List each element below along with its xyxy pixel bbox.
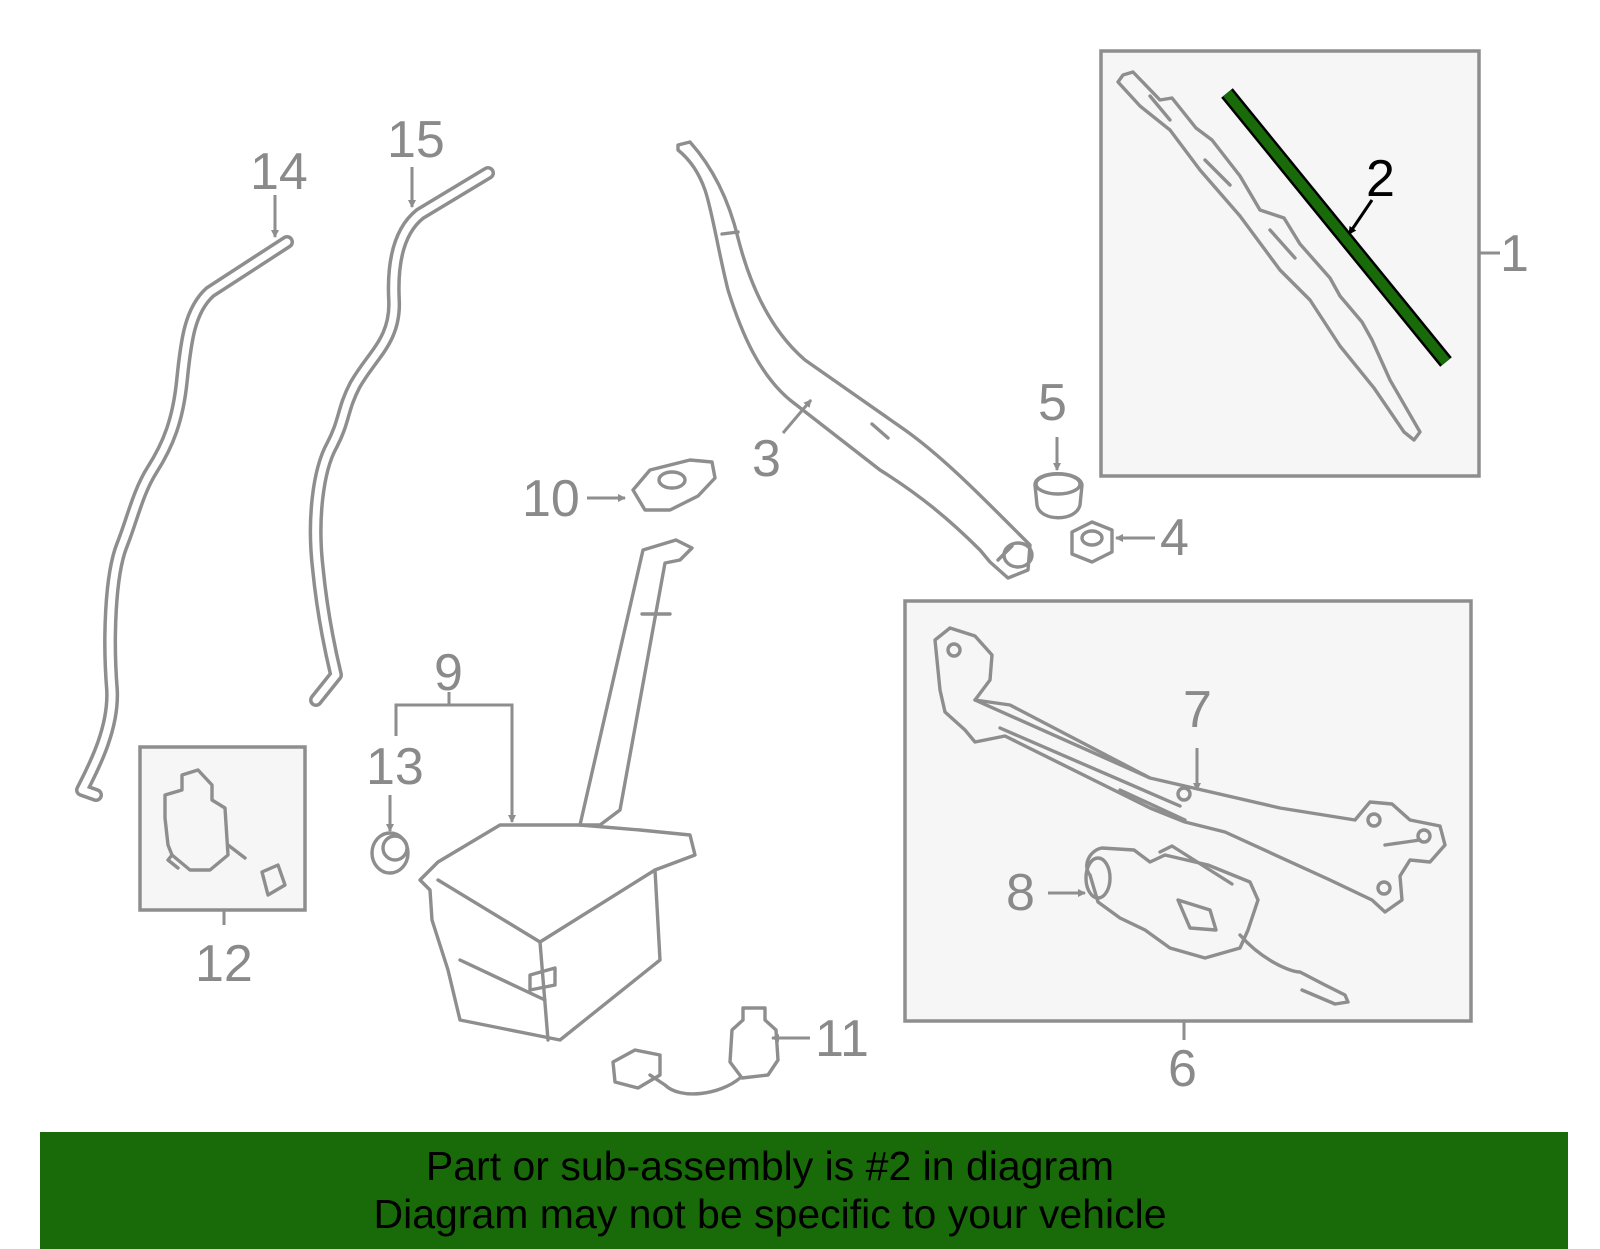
- part-info-banner: Part or sub-assembly is #2 in diagram Di…: [40, 1132, 1568, 1249]
- wiper-blade-group: [1099, 49, 1500, 478]
- wiper-motor[interactable]: [1084, 844, 1350, 1006]
- callout-9: 9: [434, 644, 463, 702]
- washer-pump-group: [138, 745, 307, 925]
- pivot-nut[interactable]: [1070, 520, 1114, 564]
- linkage-motor-group: [903, 599, 1473, 1040]
- callout-13: 13: [366, 738, 424, 796]
- callout-12: 12: [195, 935, 253, 993]
- callout-7: 7: [1183, 681, 1212, 739]
- washer-pump[interactable]: [163, 768, 287, 897]
- callout-5: 5: [1038, 374, 1067, 432]
- washer-hose-15[interactable]: [308, 166, 495, 707]
- callout-10: 10: [522, 470, 580, 528]
- washer-reservoir[interactable]: [418, 538, 697, 1042]
- callout-6: 6: [1168, 1040, 1197, 1098]
- blade-box: [1099, 49, 1481, 478]
- linkage-box: [903, 599, 1473, 1023]
- callout-3: 3: [752, 430, 781, 488]
- callout-15: 15: [387, 111, 445, 169]
- callout-1: 1: [1500, 225, 1529, 283]
- level-sensor[interactable]: [611, 1006, 780, 1096]
- pivot-cap[interactable]: [1033, 472, 1084, 520]
- callout-8: 8: [1006, 864, 1035, 922]
- filler-cap[interactable]: [631, 458, 717, 512]
- callout-2: 2: [1366, 150, 1395, 208]
- grommet[interactable]: [370, 831, 410, 875]
- wiper-arm[interactable]: [676, 140, 1034, 580]
- washer-hose-14[interactable]: [75, 235, 294, 802]
- wiper-blade[interactable]: [1116, 70, 1422, 442]
- banner-line-1: Part or sub-assembly is #2 in diagram: [425, 1143, 1115, 1189]
- banner-line-2: Diagram may not be specific to your vehi…: [373, 1191, 1167, 1237]
- callout-4: 4: [1160, 509, 1189, 567]
- callout-14: 14: [250, 143, 308, 201]
- callout-11: 11: [815, 1010, 869, 1068]
